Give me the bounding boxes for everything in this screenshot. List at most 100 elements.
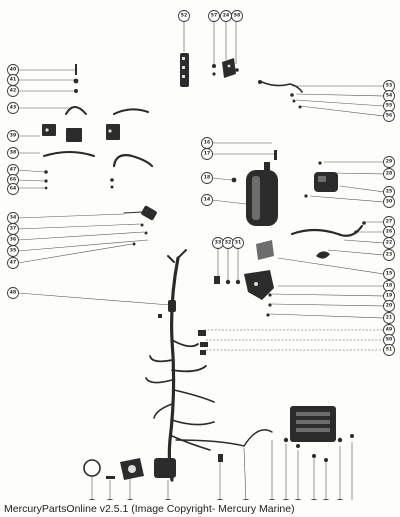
callout-27: 27	[383, 216, 395, 228]
svg-text:52: 52	[181, 13, 187, 19]
callout-52: 52	[178, 10, 190, 22]
callout-37: 37	[7, 223, 19, 235]
callout-58: 58	[231, 10, 243, 22]
svg-text:41: 41	[10, 77, 16, 83]
callout-51: 51	[383, 344, 395, 356]
copyright-caption: MercuryPartsOnline v2.5.1 (Image Copyrig…	[4, 503, 295, 515]
svg-text:53: 53	[386, 83, 392, 89]
callout-24: 24	[220, 10, 232, 22]
svg-text:19: 19	[386, 293, 392, 299]
svg-text:20: 20	[386, 303, 392, 309]
callout-47-top: 47	[7, 164, 19, 176]
svg-text:57: 57	[211, 13, 217, 19]
callout-49: 49	[383, 324, 395, 336]
callout-22: 22	[383, 237, 395, 249]
callout-39: 39	[7, 130, 19, 142]
svg-text:28: 28	[386, 171, 392, 177]
bracket-hardware-part	[244, 270, 274, 317]
callout-64: 64	[7, 183, 19, 195]
callout-34: 34	[7, 212, 19, 224]
leader-lines	[17, 22, 385, 503]
svg-text:30: 30	[386, 199, 392, 205]
callout-20: 20	[383, 300, 395, 312]
svg-text:37: 37	[10, 226, 16, 232]
svg-text:34: 34	[10, 215, 16, 221]
svg-text:43: 43	[10, 105, 16, 111]
callout-21: 21	[383, 312, 395, 324]
svg-text:18: 18	[204, 175, 210, 181]
svg-text:29: 29	[386, 159, 392, 165]
svg-text:66: 66	[10, 177, 16, 183]
callout-36: 36	[7, 234, 19, 246]
svg-text:51: 51	[386, 347, 392, 353]
callout-38: 38	[7, 147, 19, 159]
mounting-bracket-part	[42, 124, 120, 142]
caption-band	[0, 500, 400, 517]
svg-text:16: 16	[204, 140, 210, 146]
svg-text:27: 27	[386, 219, 392, 225]
svg-text:25: 25	[386, 189, 392, 195]
svg-text:56: 56	[386, 113, 392, 119]
svg-text:48: 48	[10, 290, 16, 296]
switch-part	[123, 205, 157, 246]
svg-text:17: 17	[204, 151, 210, 157]
callout-47-middle: 47	[7, 257, 19, 269]
callout-16: 16	[201, 137, 213, 149]
svg-text:55: 55	[386, 103, 392, 109]
svg-text:36: 36	[10, 237, 16, 243]
callout-31: 31	[232, 237, 244, 249]
callout-32: 32	[222, 237, 234, 249]
rectifier-module-part	[243, 406, 354, 462]
callout-18-lower: 18	[383, 280, 395, 292]
callout-48: 48	[7, 287, 19, 299]
callout-40: 40	[7, 64, 19, 76]
svg-text:33: 33	[215, 240, 221, 246]
svg-text:39: 39	[10, 133, 16, 139]
svg-text:47: 47	[10, 260, 16, 266]
callout-33: 33	[212, 237, 224, 249]
callout-30: 30	[383, 196, 395, 208]
svg-text:22: 22	[386, 240, 392, 246]
relay-part	[304, 161, 338, 198]
svg-text:58: 58	[234, 13, 240, 19]
svg-text:21: 21	[386, 315, 392, 321]
svg-text:31: 31	[235, 240, 241, 246]
callout-14: 14	[201, 194, 213, 206]
callout-23: 23	[383, 249, 395, 261]
parts-artwork	[42, 53, 366, 482]
callout-56: 56	[383, 110, 395, 122]
svg-text:40: 40	[10, 67, 16, 73]
svg-text:64: 64	[10, 186, 16, 192]
svg-text:23: 23	[386, 252, 392, 258]
clip-bracket-part	[212, 58, 239, 78]
grommet-and-plate-part	[83, 454, 223, 480]
svg-text:18: 18	[386, 283, 392, 289]
svg-text:35: 35	[10, 248, 16, 254]
callout-17: 17	[201, 148, 213, 160]
callout-41: 41	[7, 74, 19, 86]
callout-53: 53	[383, 80, 395, 92]
screw-and-washers-part	[73, 64, 79, 93]
svg-text:24: 24	[223, 13, 229, 19]
callout-26: 26	[383, 226, 395, 238]
callout-19: 19	[383, 290, 395, 302]
callout-57: 57	[208, 10, 220, 22]
svg-text:42: 42	[10, 88, 16, 94]
svg-text:26: 26	[386, 229, 392, 235]
svg-text:50: 50	[386, 337, 392, 343]
callout-15: 15	[383, 268, 395, 280]
svg-text:54: 54	[386, 93, 392, 99]
callout-labels: 52 57 24 58 40 41 42 43 39 38 47 66 64 5…	[7, 10, 395, 511]
svg-text:15: 15	[386, 271, 392, 277]
callout-35: 35	[7, 245, 19, 257]
callout-55: 55	[383, 100, 395, 112]
callout-43: 43	[7, 102, 19, 114]
callout-42: 42	[7, 85, 19, 97]
callout-28: 28	[383, 168, 395, 180]
callout-50: 50	[383, 334, 395, 346]
svg-text:47: 47	[10, 167, 16, 173]
callout-25: 25	[383, 186, 395, 198]
svg-text:14: 14	[204, 197, 210, 203]
